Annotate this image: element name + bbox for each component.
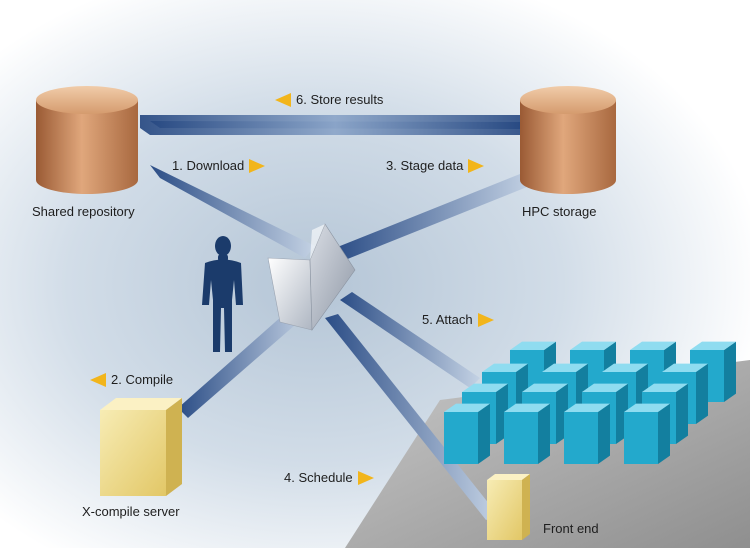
label-front-end: Front end	[543, 521, 599, 536]
server-icon-xcompile	[100, 398, 182, 496]
cluster-block	[564, 403, 610, 464]
server-icon-front-end	[487, 474, 530, 540]
left-arrow-icon	[275, 93, 291, 107]
step-download: 1. Download	[172, 158, 266, 174]
label-hpc-storage: HPC storage	[522, 204, 597, 219]
connector-server-hub	[178, 300, 310, 418]
cluster-icon	[444, 341, 736, 464]
user-icon	[202, 236, 243, 352]
left-arrow-icon	[90, 373, 106, 387]
connector-hub-cluster	[340, 292, 480, 388]
step-label-store-results: 6. Store results	[296, 92, 384, 107]
connector-repo-hub	[150, 165, 315, 258]
connector-beams	[140, 115, 532, 520]
cluster-block	[624, 403, 670, 464]
right-arrow-icon	[249, 159, 266, 173]
step-label-download: 1. Download	[172, 158, 245, 173]
hub-icon	[267, 223, 356, 331]
right-arrow-icon	[477, 313, 494, 327]
right-arrow-icon	[468, 159, 485, 173]
step-stage-data: 3. Stage data	[386, 158, 485, 174]
step-label-compile: 2. Compile	[111, 372, 174, 387]
label-xcompile-server: X-compile server	[82, 504, 180, 519]
database-icon-shared-repository	[36, 86, 138, 194]
connector-hub-frontend	[325, 314, 498, 520]
database-icon-hpc-storage	[520, 86, 616, 194]
step-compile: 2. Compile	[90, 372, 173, 388]
step-label-attach: 5. Attach	[422, 312, 473, 327]
step-attach: 5. Attach	[422, 312, 494, 328]
right-arrow-icon	[357, 471, 374, 485]
step-schedule: 4. Schedule	[284, 470, 374, 486]
cluster-block	[444, 403, 490, 464]
connector-hpc-hub	[335, 172, 532, 260]
step-store-results: 6. Store results	[275, 92, 383, 108]
step-label-schedule: 4. Schedule	[284, 470, 353, 485]
step-label-stage-data: 3. Stage data	[386, 158, 464, 173]
cluster-block	[504, 403, 550, 464]
label-shared-repository: Shared repository	[32, 204, 135, 219]
